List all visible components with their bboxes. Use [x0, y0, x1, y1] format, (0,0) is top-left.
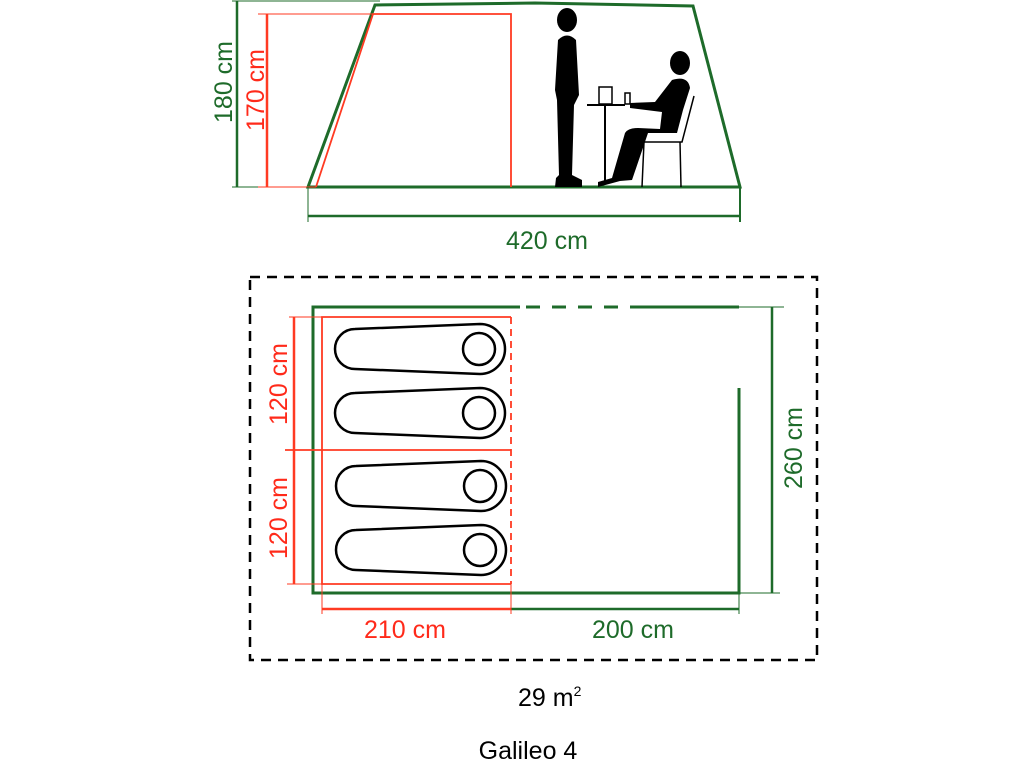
outer-tent-profile — [305, 1, 742, 189]
inner-height-label: 170 cm — [242, 49, 270, 131]
sleeping-bag-icon — [334, 523, 508, 577]
side-view: 180 cm 170 cm 420 cm — [210, 0, 742, 255]
total-width-label: 260 cm — [780, 407, 808, 489]
sleeping-bag-icon — [334, 459, 508, 513]
inner-bedroom-floor — [285, 316, 512, 585]
bedroom-width-label-top: 120 cm — [265, 343, 293, 425]
standing-person-icon — [555, 8, 582, 187]
table-icon — [587, 86, 631, 183]
tent-title: Galileo 4 — [479, 737, 578, 765]
sleeping-bag-icon — [333, 386, 507, 440]
length-label: 420 cm — [506, 227, 588, 255]
footprint-outline — [248, 275, 819, 662]
outer-height-label: 180 cm — [210, 41, 238, 123]
inner-tent-profile — [315, 13, 512, 188]
floor-plan: 120 cm 120 cm 260 cm 210 cm 200 cm — [248, 275, 819, 662]
seated-person-icon — [598, 51, 690, 187]
living-length-label: 200 cm — [592, 616, 674, 644]
sleeping-bag-icon — [333, 322, 507, 376]
bedroom-length-label: 210 cm — [364, 616, 446, 644]
sleeping-bags — [333, 322, 508, 577]
bedroom-width-label-bottom: 120 cm — [265, 477, 293, 559]
chair-icon — [641, 95, 695, 188]
area-label: 29 m2 — [518, 683, 582, 712]
outer-tent-floor — [311, 305, 741, 595]
